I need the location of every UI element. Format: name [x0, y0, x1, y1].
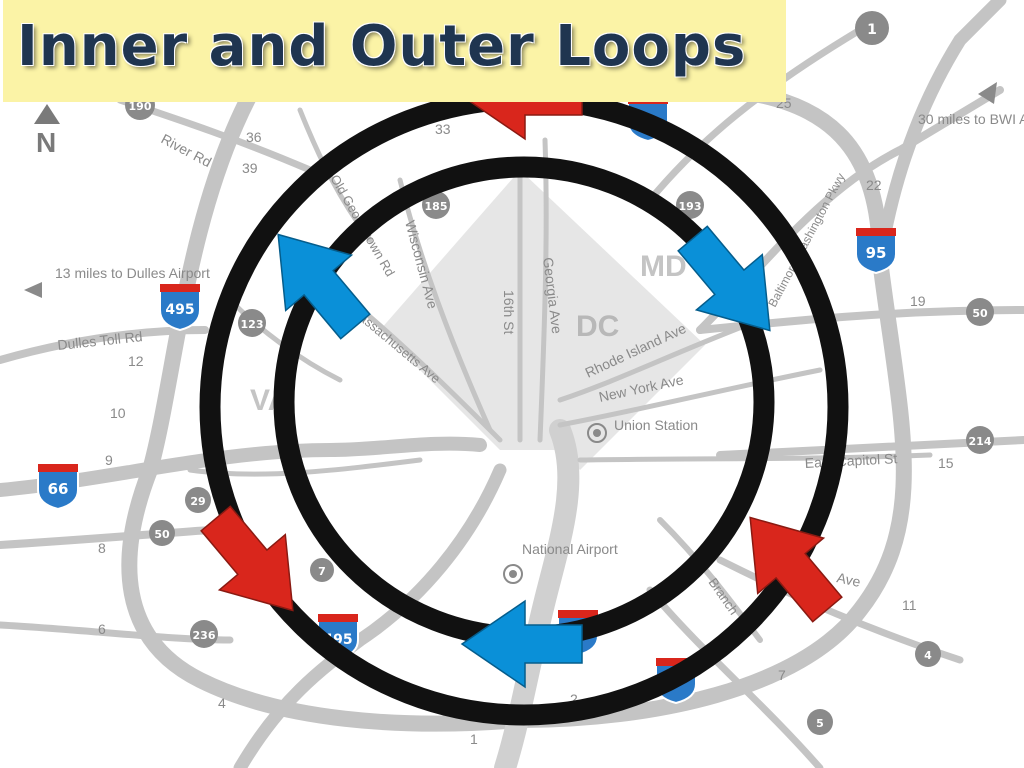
svg-text:50: 50 — [972, 307, 988, 320]
road-label-16th-st: 16th St — [501, 290, 517, 334]
svg-text:123: 123 — [241, 318, 264, 331]
svg-text:33: 33 — [435, 121, 451, 137]
route-7-shield: 7 — [310, 558, 334, 582]
route-193-shield: 193 — [676, 191, 704, 219]
title-banner: Inner and Outer Loops — [3, 0, 786, 102]
road-label-ave: Ave — [835, 569, 862, 590]
route-236-shield: 236 — [190, 620, 218, 648]
route-50-west-shield: 50 — [149, 520, 175, 546]
route-50-east-shield: 50 — [966, 298, 994, 326]
svg-text:1: 1 — [867, 22, 877, 38]
svg-text:39: 39 — [242, 160, 258, 176]
svg-text:11: 11 — [902, 597, 917, 613]
route-50-west-road — [0, 526, 214, 549]
north-arrow — [34, 104, 60, 124]
inner-loop-arrow-bottom — [460, 599, 583, 689]
svg-text:9: 9 — [105, 452, 113, 468]
svg-text:7: 7 — [318, 565, 326, 578]
svg-text:50: 50 — [154, 528, 170, 541]
svg-text:1: 1 — [470, 731, 478, 747]
svg-text:66: 66 — [48, 480, 69, 498]
road-label-dulles-toll-rd: Dulles Toll Rd — [57, 328, 144, 353]
place-label-union-station: Union Station — [614, 417, 698, 433]
route-1-shield: 1 — [855, 11, 889, 45]
svg-text:7: 7 — [778, 667, 786, 683]
route-5-shield: 5 — [807, 709, 833, 735]
inner-loop-arrows — [277, 225, 771, 689]
route-1-road — [646, 26, 864, 204]
union-station-marker — [587, 423, 607, 443]
outer-loop-arrow-right — [749, 516, 843, 623]
region-label-dc: DC — [576, 310, 619, 343]
rhode-island-ave-road — [557, 317, 763, 403]
route-185-shield: 185 — [422, 191, 450, 219]
new-york-ave-road — [557, 367, 823, 428]
svg-text:19: 19 — [910, 293, 926, 309]
svg-text:2: 2 — [570, 691, 578, 707]
distance-note-bwi: 30 miles to BWI Airport — [918, 111, 1024, 127]
slide-title: Inner and Outer Loops — [17, 14, 747, 79]
i395-road — [233, 463, 507, 768]
route-29-shield: 29 — [185, 487, 211, 513]
route-214-shield: 214 — [966, 426, 994, 454]
inner-loop-arrow-right — [677, 225, 771, 332]
svg-text:185: 185 — [425, 200, 448, 213]
route-5-road — [646, 586, 824, 768]
svg-text:4: 4 — [924, 649, 932, 662]
svg-text:22: 22 — [866, 177, 882, 193]
svg-text:10: 10 — [110, 405, 126, 421]
i95-shield: 95 — [855, 228, 897, 275]
inner-loop-arrow-left — [277, 233, 371, 340]
svg-text:29: 29 — [190, 495, 205, 508]
dulles-direction-arrow — [24, 282, 42, 298]
svg-text:236: 236 — [193, 629, 216, 642]
wisconsin-ave-road — [397, 177, 493, 433]
svg-text:495: 495 — [165, 302, 194, 318]
route-123-shield: 123 — [238, 309, 266, 337]
svg-text:15: 15 — [938, 455, 954, 471]
road-label-river-rd: River Rd — [159, 131, 215, 171]
national-airport-marker — [503, 564, 523, 584]
svg-text:95: 95 — [866, 244, 887, 262]
svg-text:36: 36 — [246, 129, 262, 145]
svg-text:214: 214 — [969, 435, 992, 448]
distance-note-dulles: 13 miles to Dulles Airport — [55, 265, 210, 281]
outer-loop-arrow-left — [200, 505, 294, 612]
svg-text:5: 5 — [816, 717, 824, 730]
region-label-md: MD — [640, 250, 687, 283]
svg-text:12: 12 — [128, 353, 144, 369]
i66-shield: 66 — [37, 464, 79, 511]
route-4-shield: 4 — [915, 641, 941, 667]
place-label-national-airport: National Airport — [522, 541, 618, 557]
svg-text:193: 193 — [679, 200, 702, 213]
svg-text:6: 6 — [98, 621, 106, 637]
bwi-direction-arrow — [978, 82, 997, 104]
svg-text:8: 8 — [98, 540, 106, 556]
road-label-branch: Branch — [706, 575, 742, 617]
svg-text:4: 4 — [218, 695, 226, 711]
north-indicator-label: N — [36, 127, 56, 158]
svg-text:190: 190 — [129, 100, 152, 113]
i495-west-shield: 495 — [159, 284, 201, 332]
route-shields: 1 190 185 193 123 29 50 236 214 50 4 5 7… — [37, 11, 994, 735]
